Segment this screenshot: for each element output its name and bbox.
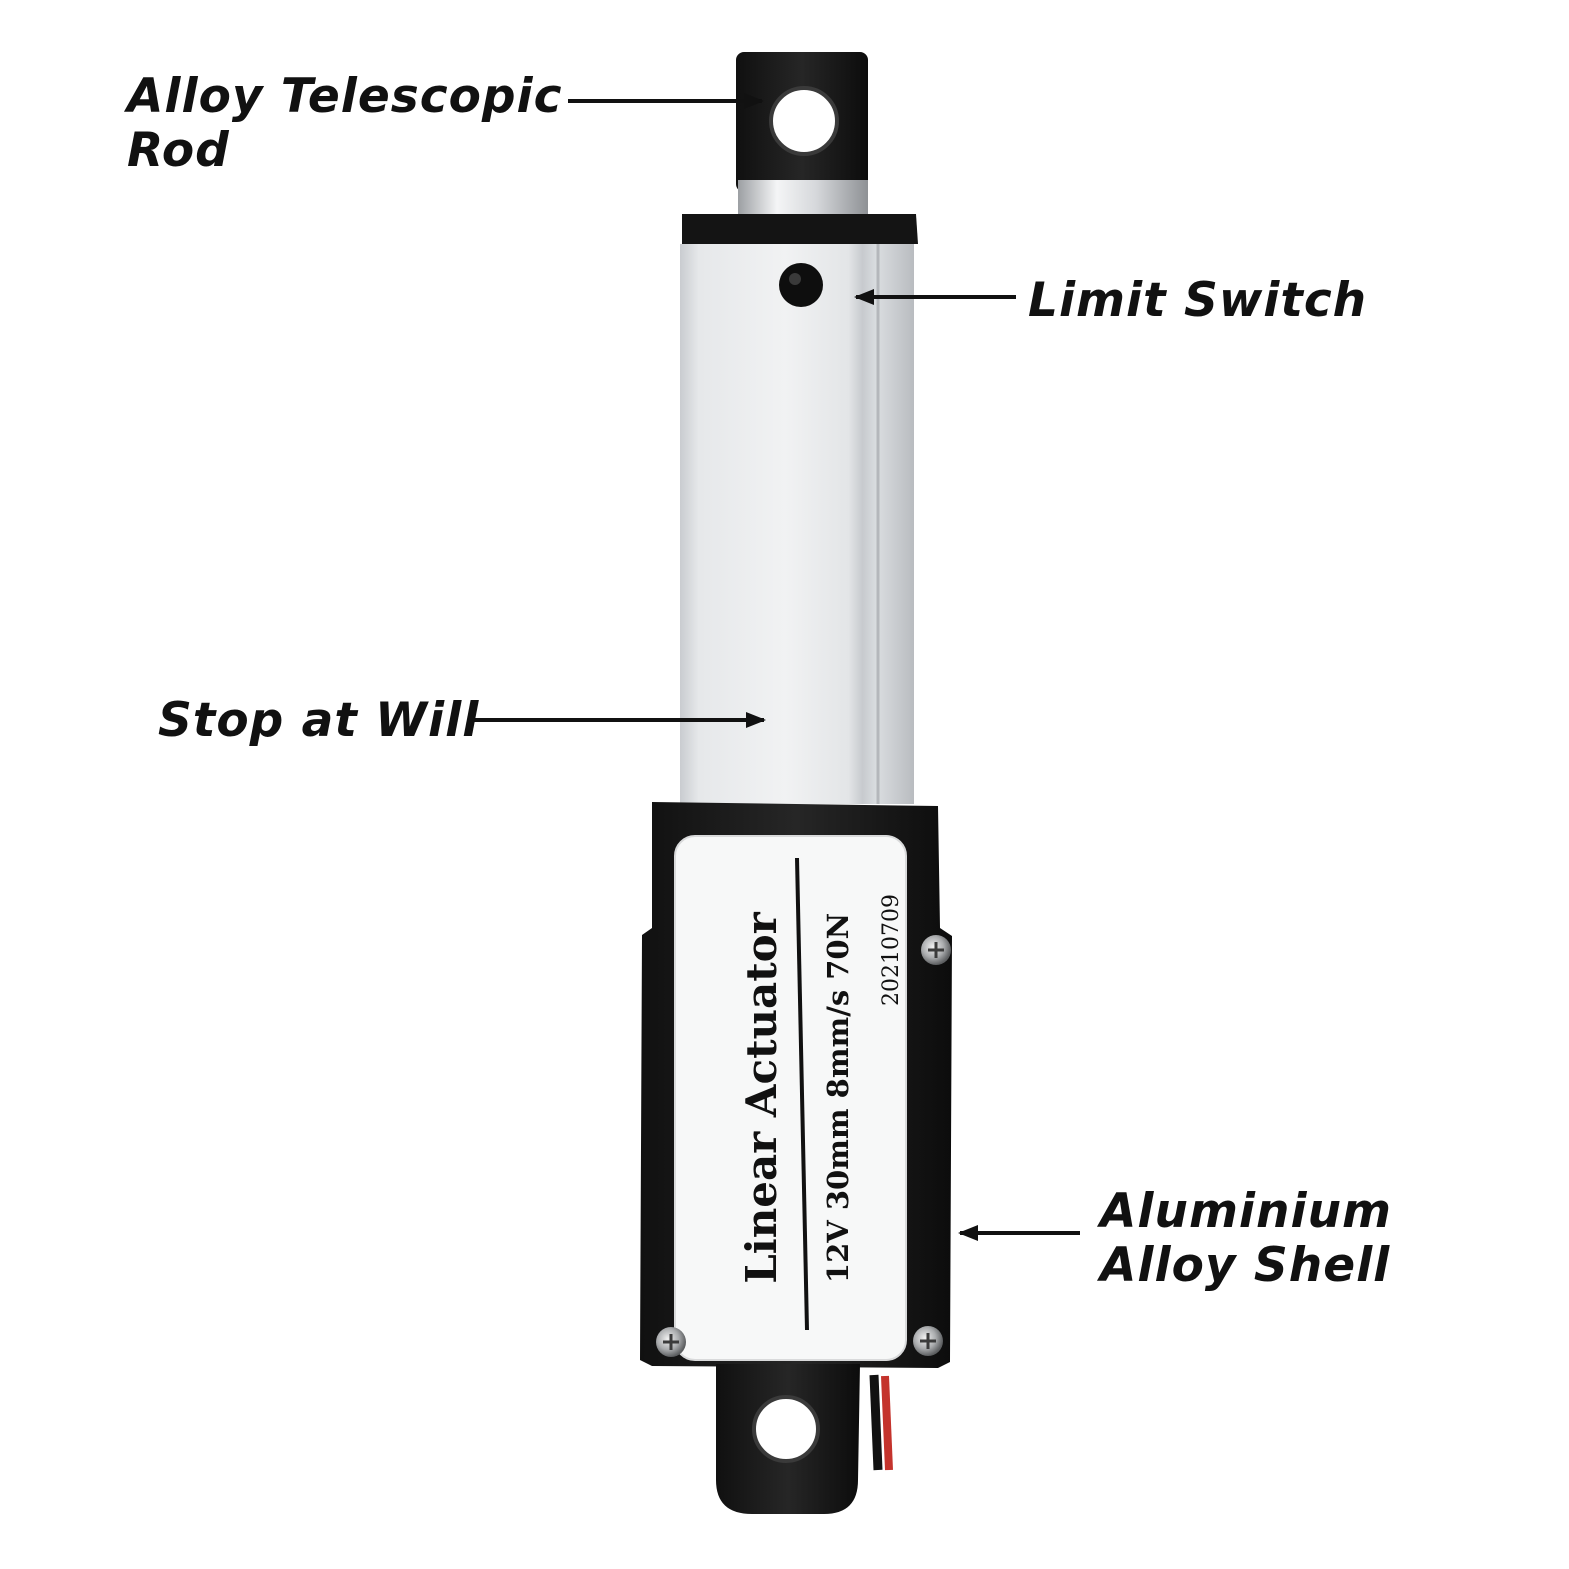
callout-stop-at-will: Stop at Will [158, 693, 480, 748]
label-spec: 12V 30mm 8mm/s 70N [821, 913, 855, 1283]
callout-rod-line2: Rod [127, 123, 230, 178]
label-code: 20210709 [879, 894, 904, 1006]
callout-aluminium-shell: Aluminium Alloy Shell [1100, 1185, 1392, 1293]
callout-shell-line1: Aluminium [1100, 1184, 1393, 1239]
top-mount-hole [771, 88, 837, 154]
bottom-clevis [716, 1364, 860, 1514]
top-clevis [736, 52, 868, 192]
aluminium-tube [680, 244, 914, 804]
limit-switch-button [779, 263, 823, 307]
product-label: Linear Actuator 12V 30mm 8mm/s 70N 20210… [674, 835, 907, 1361]
callout-telescopic-rod: Alloy Telescopic Rod [127, 70, 563, 178]
callout-rod-line1: Alloy Telescopic [127, 69, 563, 124]
power-wires [869, 1374, 893, 1471]
screw-bottom-left [656, 1327, 686, 1357]
telescopic-rod [738, 180, 868, 214]
screw-bottom-right [913, 1326, 943, 1356]
screw-top-right [921, 935, 951, 965]
callout-shell-line2: Alloy Shell [1100, 1238, 1391, 1293]
label-title: Linear Actuator [737, 911, 786, 1283]
tube-end-cap [682, 214, 918, 244]
callout-limit-switch: Limit Switch [1028, 273, 1368, 328]
bottom-mount-hole [754, 1397, 818, 1461]
